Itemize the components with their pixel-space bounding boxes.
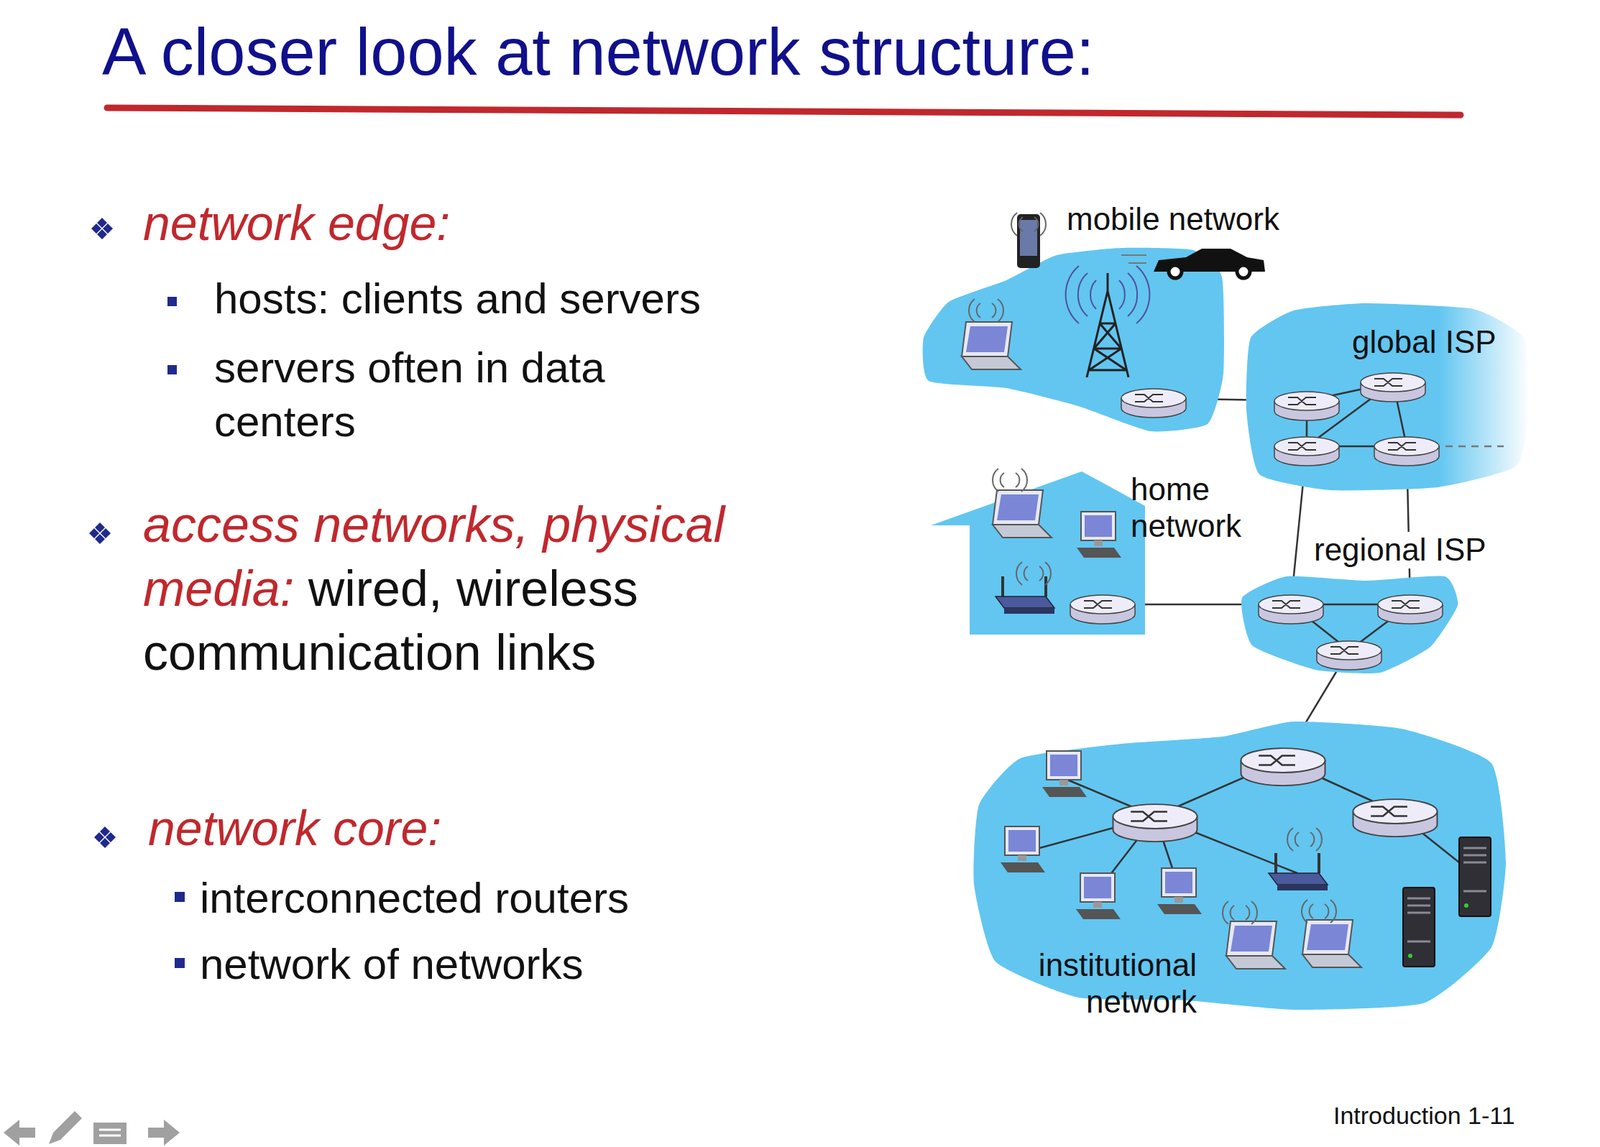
square-bullet: [167, 296, 177, 307]
cell-tower: [1086, 273, 1129, 378]
slide-number: Introduction 1-11: [1333, 1101, 1516, 1131]
tower-lattice: [1086, 273, 1129, 378]
router-icon: [1274, 391, 1340, 421]
access-point-icon: [1268, 853, 1328, 891]
slide-title: A closer look at network structure:: [102, 14, 1095, 90]
label-anchor: network of networks: [199, 938, 584, 991]
server-icon: [1459, 837, 1491, 917]
bullet-block: access networks, physical media:wired, w…: [143, 493, 834, 685]
network-region: mobile network: [916, 195, 1294, 437]
bullet-text: hosts: clients and servers: [214, 273, 701, 325]
nav-pen: [48, 1111, 82, 1145]
square-bullet: [174, 892, 185, 903]
wireless-waves: [968, 299, 1004, 323]
home-network-house: [930, 471, 1146, 635]
wireless-waves: [1222, 901, 1258, 925]
router-icon: [1274, 437, 1340, 466]
desktop-icon: [1157, 868, 1202, 915]
router-icon: [1113, 804, 1198, 842]
global-isp-region: [1246, 303, 1530, 491]
router-icon: [1353, 799, 1438, 837]
regional-isp-region: [1241, 575, 1458, 674]
router-icon: [1241, 748, 1326, 786]
nav-menu-lines: [99, 1129, 121, 1136]
laptop-icon: [1226, 921, 1286, 969]
title-underline: [107, 107, 1461, 116]
region-label: home network: [1130, 471, 1275, 545]
label-anchor: network edge:: [143, 194, 450, 254]
radio-waves: [1065, 265, 1151, 324]
section-heading: network core:: [148, 799, 442, 859]
nav-icons: [3, 1111, 180, 1146]
wireless-waves: [992, 468, 1028, 492]
title-anchor: A closer look at network structure:: [102, 14, 1095, 90]
laptop-icon: [961, 322, 1021, 370]
router-icon: [1121, 388, 1186, 418]
bullet-text: servers often in data centers: [214, 340, 732, 449]
nav-menu: [93, 1122, 127, 1145]
wireless-waves: [1011, 212, 1046, 236]
nav-back: [3, 1119, 36, 1146]
bullet-text: network of networks: [199, 938, 584, 991]
router-icon: [1360, 373, 1426, 402]
wireless-waves: [1016, 562, 1051, 586]
router-icon: [1316, 641, 1382, 670]
diamond-bullet: [94, 826, 116, 849]
desktop-icon: [1076, 511, 1122, 558]
internal-links: [1026, 382, 1460, 892]
wireless-waves: [1287, 828, 1322, 852]
router-icon: [1377, 595, 1443, 624]
router-icon: [1258, 595, 1324, 624]
nav-forward: [148, 1119, 180, 1146]
server-icon: [1403, 887, 1435, 967]
label-anchor: servers often in data centers: [214, 340, 732, 449]
router-icon: [1070, 595, 1135, 624]
square-bullet: [174, 958, 185, 969]
section-heading: network edge:: [143, 194, 450, 254]
region-label: global ISP: [1352, 324, 1497, 361]
car-wheel: [1237, 265, 1250, 279]
motion-lines: [1121, 255, 1147, 264]
router-icon: [1353, 799, 1438, 837]
diamond-bullet: [91, 217, 113, 240]
laptop-icon: [1302, 920, 1362, 968]
label-anchor: interconnected routers: [199, 872, 629, 925]
router-icon: [1113, 804, 1198, 842]
label-anchor: hosts: clients and servers: [214, 273, 701, 325]
institutional-links: [1026, 760, 1460, 892]
laptop-icon: [992, 490, 1052, 538]
diamond-bullet: [89, 522, 111, 545]
label-anchor: network core:: [148, 799, 442, 859]
router-icon: [1241, 748, 1326, 786]
desktop-icon: [1042, 751, 1087, 798]
desktop-icon: [1076, 873, 1121, 920]
bullet-text: interconnected routers: [199, 872, 629, 925]
car-wheel: [1168, 265, 1182, 279]
wireless-waves: [1301, 899, 1337, 923]
phone-icon: [1017, 214, 1041, 269]
region-label: regional ISP: [1309, 531, 1491, 569]
square-bullet: [167, 365, 177, 375]
region-label: mobile network: [1066, 201, 1280, 238]
mobile-network-region: [922, 247, 1225, 432]
access-point-icon: [995, 576, 1055, 614]
desktop-icon: [1000, 826, 1046, 873]
router-icon: [1374, 437, 1439, 466]
phone-screen: [1019, 219, 1038, 256]
label-anchor: Introduction 1-11: [1333, 1101, 1516, 1131]
region-label: institutional network: [995, 947, 1197, 1020]
